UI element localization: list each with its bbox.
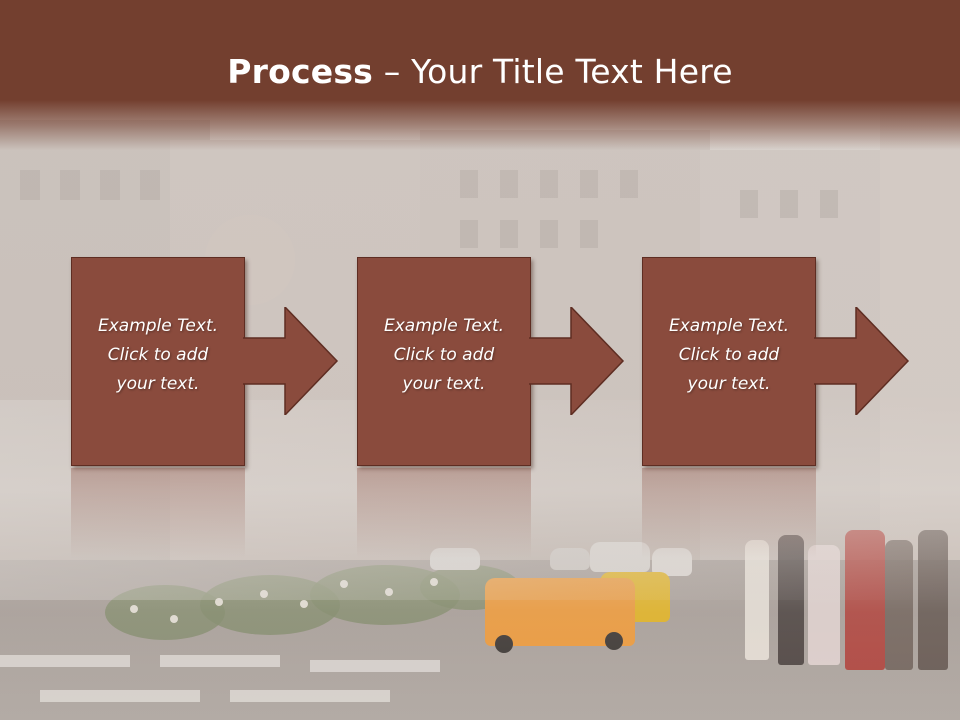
step-2-line-3: your text.	[402, 374, 486, 394]
step-3-reflection	[642, 468, 816, 558]
title-band	[0, 0, 960, 150]
step-1-line-1: Example Text.	[97, 316, 219, 336]
step-1-reflection	[71, 468, 245, 558]
step-3-textbox[interactable]: Example Text. Click to add your text.	[642, 257, 816, 466]
process-step-2: Example Text. Click to add your text.	[357, 257, 632, 467]
process-step-3: Example Text. Click to add your text.	[642, 257, 917, 467]
step-2-line-2: Click to add	[393, 345, 495, 365]
step-3-line-1: Example Text.	[668, 316, 790, 336]
title-rest-part: – Your Title Text Here	[373, 52, 733, 91]
step-1-arrow-icon	[243, 307, 339, 415]
step-3-line-3: your text.	[687, 374, 771, 394]
step-2-arrow-icon	[529, 307, 625, 415]
step-1-textbox[interactable]: Example Text. Click to add your text.	[71, 257, 245, 466]
slide-title[interactable]: Process – Your Title Text Here	[0, 52, 960, 91]
step-3-arrow-icon	[814, 307, 910, 415]
step-1-line-2: Click to add	[107, 345, 209, 365]
step-2-textbox[interactable]: Example Text. Click to add your text.	[357, 257, 531, 466]
process-step-1: Example Text. Click to add your text.	[71, 257, 346, 467]
step-3-line-2: Click to add	[678, 345, 780, 365]
step-1-line-3: your text.	[116, 374, 200, 394]
step-2-line-1: Example Text.	[383, 316, 505, 336]
step-2-reflection	[357, 468, 531, 558]
title-bold-part: Process	[227, 52, 374, 91]
